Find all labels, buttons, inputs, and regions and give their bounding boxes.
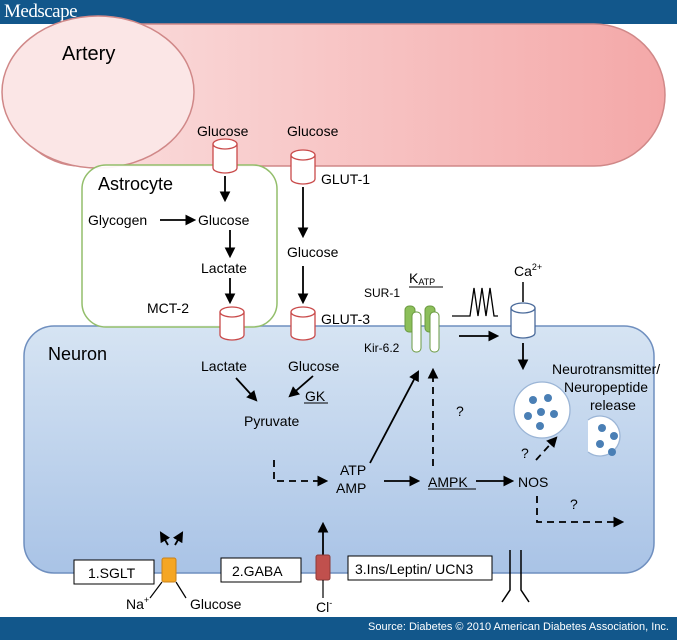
pyruvate-label: Pyruvate: [244, 413, 299, 429]
brand-logo: Medscape: [4, 1, 78, 22]
nos-label: NOS: [518, 474, 548, 490]
glucose-artery-left-label: Glucose: [197, 123, 249, 139]
lactate-neuron-label: Lactate: [201, 358, 247, 374]
sodium-connector: [149, 581, 163, 599]
dashed-arrows: [273, 367, 625, 528]
amp-label: AMP: [336, 480, 366, 496]
vesicle-icon: [513, 381, 571, 439]
action-potential-trace: [452, 287, 498, 317]
glut1-label: GLUT-1: [321, 171, 370, 187]
katp-label: KATP: [409, 270, 435, 287]
calcium-label: Ca2+: [514, 262, 542, 279]
glucose-sglt-label: Glucose: [190, 596, 242, 612]
release-label-line3: release: [590, 397, 636, 413]
fusing-vesicle-icon: [587, 415, 621, 457]
glucose-interstitial-label: Glucose: [287, 244, 339, 260]
question-mark-output: ?: [570, 496, 578, 512]
question-mark-ampk: ?: [456, 403, 464, 419]
atp-label: ATP: [340, 462, 366, 478]
katp-channel: [404, 305, 440, 353]
mct2-transporter: [219, 306, 245, 341]
artery-lumen: [1, 15, 195, 169]
release-label-line2: Neuropeptide: [564, 379, 648, 395]
question-mark-nos: ?: [521, 445, 529, 461]
astrocyte-shape: [81, 164, 278, 328]
gaba-box: [220, 557, 302, 583]
glucose-artery-right-label: Glucose: [287, 123, 339, 139]
glut3-label: GLUT-3: [321, 311, 370, 327]
pathway-arrows: [159, 176, 529, 558]
footer-bar: Source: Diabetes © 2010 American Diabete…: [0, 617, 677, 640]
ins-leptin-box: [347, 555, 493, 581]
glut1-transporter: [290, 149, 316, 185]
sur1-label: SUR-1: [364, 286, 400, 300]
release-label-line1: Neurotransmitter/: [552, 361, 660, 377]
neuron-shape: [23, 325, 655, 574]
receptor-icon: [501, 550, 530, 603]
glucose-transporter-astrocyte: [212, 138, 238, 174]
neuron-label: Neuron: [48, 344, 107, 364]
ins-leptin-ucn3-label: 3.Ins/Leptin/ UCN3: [355, 561, 473, 577]
artery-label: Artery: [62, 43, 115, 65]
glucose-astrocyte-label: Glucose: [198, 212, 250, 228]
calcium-channel: [510, 302, 536, 339]
kir62-label: Kir-6.2: [364, 341, 400, 355]
sglt-label: 1.SGLT: [88, 565, 136, 581]
glucose-neuron-label: Glucose: [288, 358, 340, 374]
gk-label: GK: [305, 388, 326, 404]
sglt-box: [73, 559, 155, 585]
sglt-transporter-icon: [161, 557, 177, 583]
lactate-astrocyte-label: Lactate: [201, 260, 247, 276]
source-citation: Source: Diabetes © 2010 American Diabete…: [368, 621, 669, 633]
ampk-label: AMPK: [428, 474, 468, 490]
gaba-channel-icon: [315, 554, 331, 581]
gaba-label: 2.GABA: [232, 563, 283, 579]
sodium-label: Na+: [126, 595, 149, 612]
glucose-connector: [175, 581, 187, 599]
mct2-label: MCT-2: [147, 300, 189, 316]
chloride-label: Cl-: [316, 598, 332, 615]
glut3-transporter: [290, 306, 316, 341]
glycogen-label: Glycogen: [88, 212, 147, 228]
astrocyte-label: Astrocyte: [98, 174, 173, 194]
